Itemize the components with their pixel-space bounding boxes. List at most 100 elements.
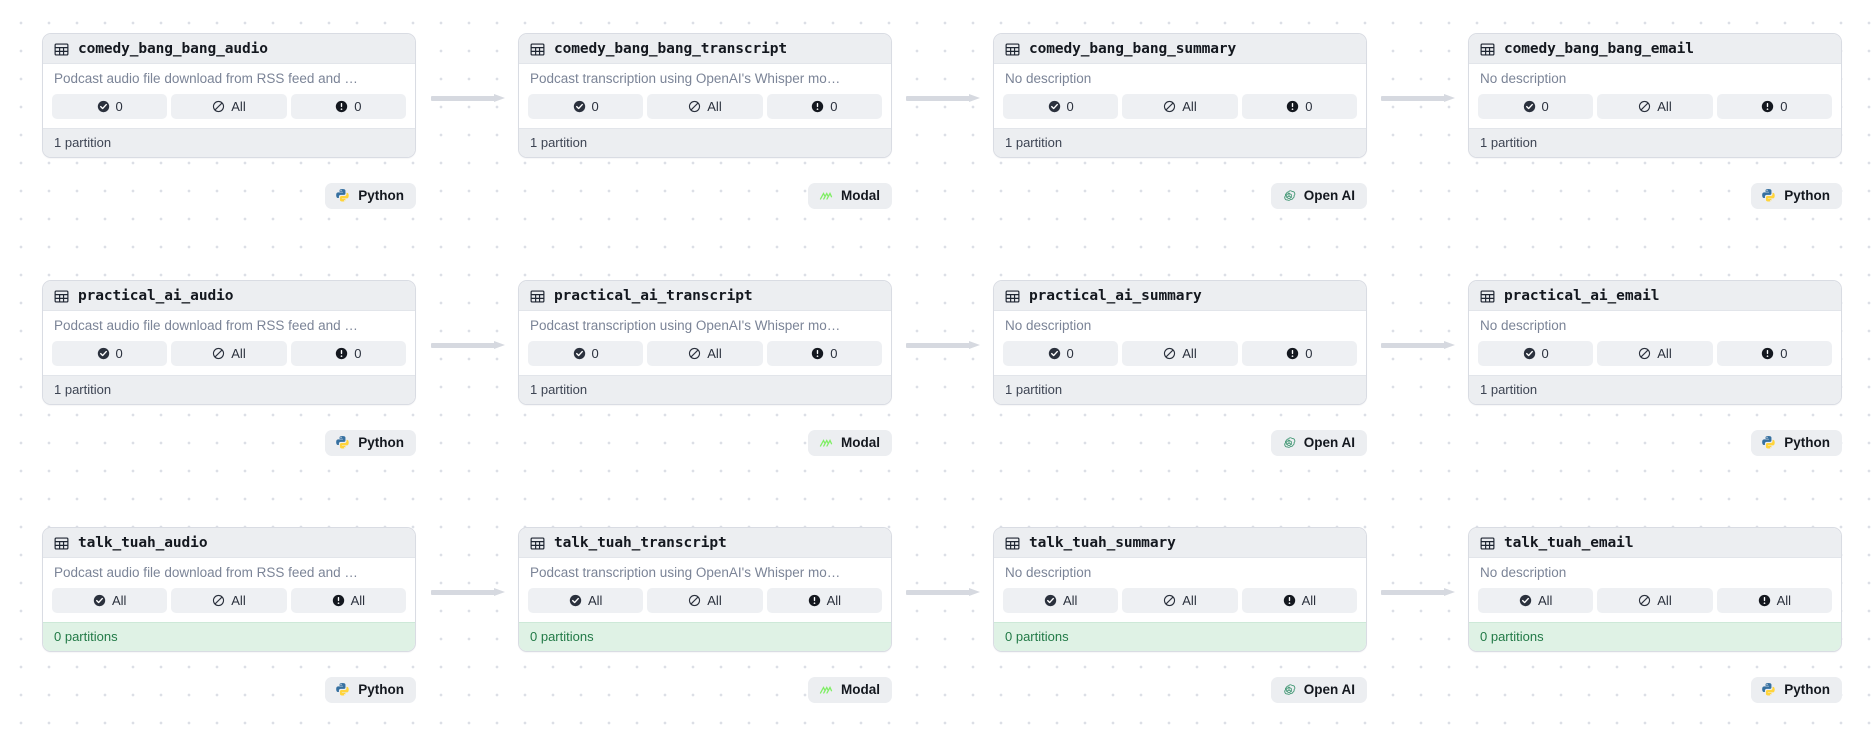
arrow-head	[969, 588, 980, 596]
stat-pill-freshness[interactable]: All	[647, 93, 763, 119]
stat-pill-alerts[interactable]: 0	[290, 93, 406, 119]
stat-pill-checks[interactable]: 0	[528, 93, 644, 119]
stat-pill-checks[interactable]: 0	[52, 93, 168, 119]
asset-kind-tag-modal[interactable]: Modal	[808, 677, 892, 703]
asset-kind-tag-openai[interactable]: Open AI	[1270, 677, 1367, 703]
asset-kind-tag-python[interactable]: Python	[325, 183, 416, 209]
stat-pill-freshness[interactable]: All	[171, 587, 287, 613]
asset-partition-status: 1 partition	[994, 374, 1366, 404]
stat-pill-alerts[interactable]: All	[1716, 587, 1832, 613]
stat-pill-checks[interactable]: 0	[528, 340, 644, 366]
openai-logo-icon	[1281, 188, 1297, 204]
stat-pill-freshness[interactable]: All	[1122, 93, 1238, 119]
slash-circle-icon	[688, 347, 701, 360]
asset-title: practical_ai_email	[1504, 288, 1660, 304]
slash-circle-icon	[1163, 100, 1176, 113]
stat-pill-alerts[interactable]: All	[766, 587, 882, 613]
asset-card-header: comedy_bang_bang_email	[1469, 34, 1841, 64]
slash-circle-icon	[212, 347, 225, 360]
stat-pill-checks[interactable]: 0	[1478, 93, 1594, 119]
stat-pill-alerts[interactable]: All	[290, 587, 406, 613]
asset-kind-tag-modal[interactable]: Modal	[808, 430, 892, 456]
exclamation-circle-icon	[1761, 347, 1774, 360]
stat-value: All	[707, 98, 722, 114]
asset-kind-tag-python[interactable]: Python	[1751, 430, 1842, 456]
slash-circle-icon	[1638, 347, 1651, 360]
asset-kind-tag-openai[interactable]: Open AI	[1270, 430, 1367, 456]
slash-circle-icon	[1163, 347, 1176, 360]
asset-description: No description	[1480, 318, 1567, 333]
stat-pill-alerts[interactable]: 0	[1241, 340, 1357, 366]
stat-value: All	[1776, 592, 1792, 608]
stat-value: 0	[354, 98, 362, 114]
modal-logo-icon	[818, 435, 834, 451]
stat-pill-alerts[interactable]: 0	[1716, 340, 1832, 366]
dependency-arrow	[1381, 94, 1455, 103]
exclamation-circle-icon	[811, 100, 824, 113]
table-grid-icon	[1480, 289, 1495, 304]
stat-pill-checks[interactable]: 0	[52, 340, 168, 366]
stat-pill-checks[interactable]: 0	[1003, 93, 1119, 119]
asset-title: talk_tuah_transcript	[554, 535, 727, 551]
asset-kind-tag-modal[interactable]: Modal	[808, 183, 892, 209]
stat-pill-freshness[interactable]: All	[647, 340, 763, 366]
stat-pill-alerts[interactable]: 0	[766, 340, 882, 366]
stat-pill-checks[interactable]: All	[528, 587, 644, 613]
stat-pill-checks[interactable]: 0	[1478, 340, 1594, 366]
stat-pill-alerts[interactable]: 0	[1241, 93, 1357, 119]
asset-kind-tag-python[interactable]: Python	[1751, 183, 1842, 209]
stat-pill-checks[interactable]: All	[1003, 587, 1119, 613]
stat-pill-alerts[interactable]: 0	[1716, 93, 1832, 119]
stat-pill-freshness[interactable]: All	[1122, 587, 1238, 613]
asset-kind-tag-python[interactable]: Python	[325, 430, 416, 456]
slash-circle-icon	[688, 594, 701, 607]
asset-kind-tag-python[interactable]: Python	[1751, 677, 1842, 703]
stat-pill-alerts[interactable]: 0	[766, 93, 882, 119]
check-circle-icon	[1044, 594, 1057, 607]
stat-pill-freshness[interactable]: All	[1597, 93, 1713, 119]
stat-pill-freshness[interactable]: All	[1597, 340, 1713, 366]
stat-pill-checks[interactable]: 0	[1003, 340, 1119, 366]
asset-kind-tag-python[interactable]: Python	[325, 677, 416, 703]
stat-pill-alerts[interactable]: 0	[290, 340, 406, 366]
dependency-arrow	[431, 94, 505, 103]
stat-pill-freshness[interactable]: All	[1597, 587, 1713, 613]
asset-stats-row: 0 All 0	[1003, 93, 1357, 119]
stat-pill-freshness[interactable]: All	[1122, 340, 1238, 366]
asset-partition-status: 1 partition	[519, 374, 891, 404]
stat-pill-checks[interactable]: All	[52, 587, 168, 613]
stat-pill-alerts[interactable]: All	[1241, 587, 1357, 613]
stat-pill-checks[interactable]: All	[1478, 587, 1594, 613]
stat-pill-freshness[interactable]: All	[647, 587, 763, 613]
asset-card-header: practical_ai_audio	[43, 281, 415, 311]
asset-kind-label: Modal	[841, 682, 880, 698]
modal-logo-icon	[818, 188, 834, 204]
stat-value: All	[1182, 98, 1197, 114]
asset-kind-tag-openai[interactable]: Open AI	[1270, 183, 1367, 209]
check-circle-icon	[1523, 347, 1536, 360]
table-grid-icon	[1005, 42, 1020, 57]
stat-pill-freshness[interactable]: All	[171, 93, 287, 119]
stat-pill-freshness[interactable]: All	[171, 340, 287, 366]
